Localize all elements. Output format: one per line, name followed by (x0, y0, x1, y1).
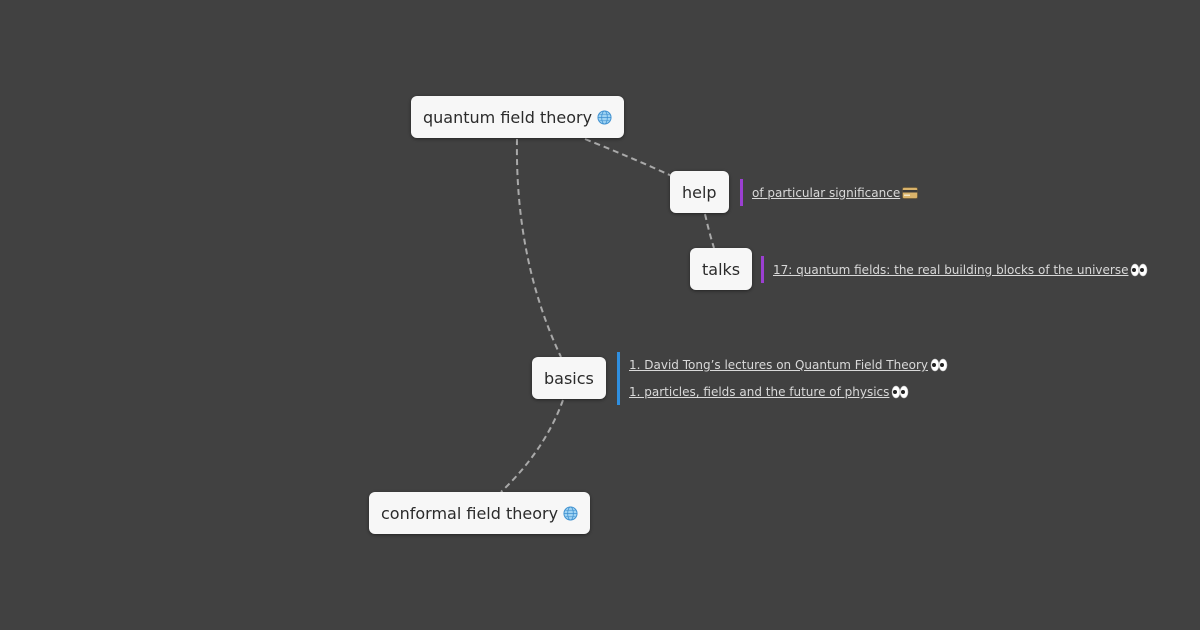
globe-icon (563, 505, 578, 521)
node-conformal-field-theory[interactable]: conformal field theory (369, 492, 591, 534)
edge-help-talks (704, 213, 715, 249)
note-link[interactable]: 1. David Tong’s lectures on Quantum Fiel… (629, 357, 948, 373)
node-basics[interactable]: basics (532, 357, 606, 399)
credit-card-icon (902, 186, 919, 199)
globe-icon (597, 109, 612, 125)
node-label: quantum field theory (423, 107, 593, 127)
note-help: of particular significance (740, 179, 919, 206)
node-label: help (682, 182, 717, 202)
edge-basics-cft (500, 399, 564, 493)
note-link[interactable]: of particular significance (752, 185, 919, 201)
node-label: talks (702, 259, 741, 279)
eyes-icon (892, 385, 909, 399)
eyes-icon (1131, 263, 1148, 276)
note-basics: 1. David Tong’s lectures on Quantum Fiel… (617, 352, 948, 405)
node-label: conformal field theory (381, 503, 559, 523)
node-talks[interactable]: talks (690, 248, 753, 290)
note-talks: 17: quantum fields: the real building bl… (761, 256, 1148, 283)
node-label: basics (544, 368, 594, 388)
node-help[interactable]: help (670, 171, 729, 213)
eyes-icon (930, 358, 948, 372)
node-quantum-field-theory[interactable]: quantum field theory (411, 96, 625, 138)
note-link[interactable]: 1. particles, fields and the future of p… (629, 384, 948, 400)
edge-qft-help (584, 138, 673, 177)
edge-qft-basics (515, 138, 562, 358)
note-link[interactable]: 17: quantum fields: the real building bl… (773, 262, 1148, 278)
